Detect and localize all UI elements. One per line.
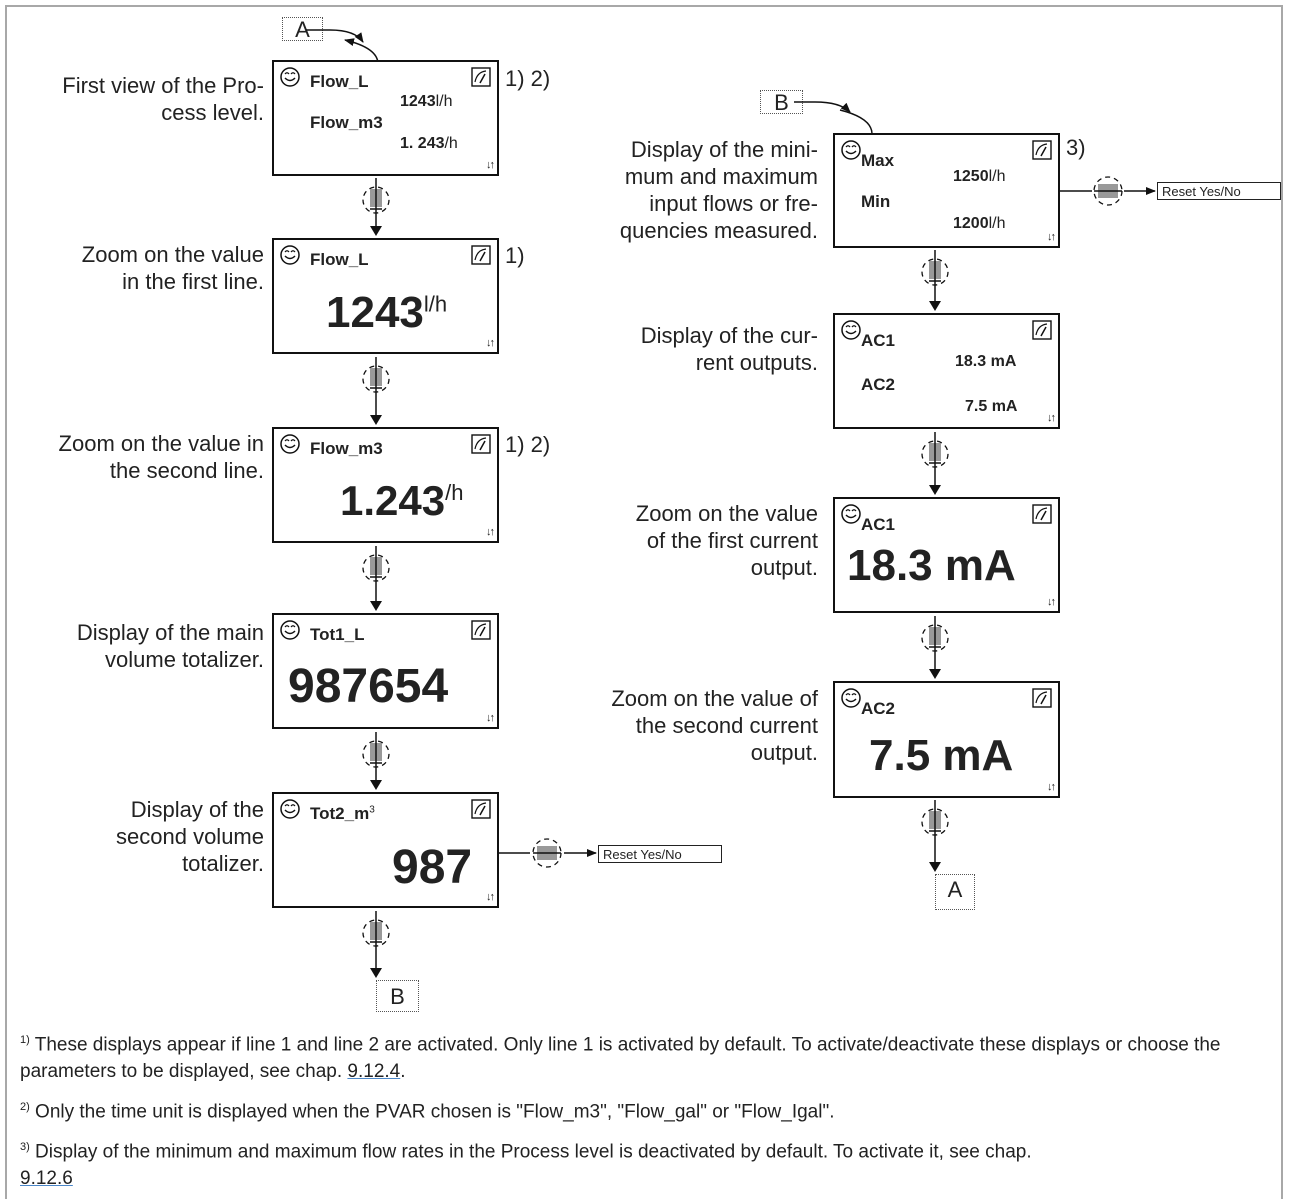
reset-yes-no-left: Reset Yes/No [598,845,722,863]
smiley-icon [280,434,300,454]
down-key-icon [362,357,390,425]
footnote-mark-3: 3) [1066,135,1086,160]
smiley-icon [280,620,300,640]
screen-title: AC2 [861,699,896,718]
footnote-mark-1: 1) [505,243,525,268]
screen-title-2: Min [861,192,891,211]
down-key-icon [921,616,949,679]
zoom-value: 7.5 mA [869,731,1014,780]
smiley-icon [841,320,861,340]
value-line-1: 1243l/h [400,93,453,110]
gauge-icon [471,245,491,265]
scroll-arrows-icon: ↓↑ [1047,596,1056,608]
gauge-icon [471,620,491,640]
desc-zoom-second-line: Zoom on the value in the second line. [58,431,264,483]
screen-zoom-first-line: Flow_L 1243l/h ↓↑ [272,238,499,354]
zoom-value: 1243l/h [326,288,448,337]
right-key-icon [1093,176,1123,206]
value-min: 1200l/h [953,215,1006,232]
scroll-arrows-icon: ↓↑ [1047,781,1056,793]
screen-current-outputs: AC1 18.3 mA AC2 7.5 mA ↓↑ [833,313,1060,429]
screen-title: AC1 [861,331,896,350]
chapter-link-9-12-6[interactable]: 9.12.6 [20,1168,73,1190]
value-max: 1250l/h [953,168,1006,185]
screen-title: Flow_L [310,72,369,91]
down-key-icon [921,432,949,495]
screen-zoom-second-line: Flow_m3 1.243/h ↓↑ [272,427,499,543]
totalizer-value: 987 [392,841,473,894]
down-key-icon [921,250,949,311]
footnote-mark-1-2b: 1) 2) [505,432,551,457]
gauge-icon [1032,688,1052,708]
gauge-icon [1032,320,1052,340]
screen-title: Tot2_m3 [310,804,375,823]
screen-title: Flow_m3 [310,439,383,458]
desc-current-outputs: Display of the cur- rent outputs. [640,323,818,375]
screen-title: Max [861,151,895,170]
gauge-icon [471,799,491,819]
reset-yes-no-right: Reset Yes/No [1157,182,1281,200]
label-a-top: A [282,17,323,42]
scroll-arrows-icon: ↓↑ [486,526,495,538]
label-b-bottom: B [376,980,419,1012]
smiley-icon [841,140,861,160]
screen-title: Flow_L [310,250,369,269]
desc-main-totalizer: Display of the main volume totalizer. [76,620,264,672]
gauge-icon [1032,140,1052,160]
smiley-icon [841,688,861,708]
totalizer-value: 987654 [288,660,449,713]
gauge-icon [471,67,491,87]
value-ac2: 7.5 mA [965,398,1018,415]
value-line-2: 1. 243/h [400,135,458,152]
gauge-icon [1032,504,1052,524]
scroll-arrows-icon: ↓↑ [1047,231,1056,243]
zoom-value: 18.3 mA [847,541,1016,590]
value-ac1: 18.3 mA [955,353,1017,370]
down-key-icon [362,732,390,790]
footnote-3: 3) Display of the minimum and maximum fl… [20,1141,1032,1190]
scroll-arrows-icon: ↓↑ [486,159,495,171]
smiley-icon [280,245,300,265]
scroll-arrows-icon: ↓↑ [486,337,495,349]
down-key-icon [362,911,390,978]
footnote-2: 2) Only the time unit is displayed when … [20,1101,835,1123]
screen-title: AC1 [861,515,896,534]
desc-min-max: Display of the mini- mum and maximum inp… [619,137,818,243]
smiley-icon [280,67,300,87]
smiley-icon [841,504,861,524]
scroll-arrows-icon: ↓↑ [1047,412,1056,424]
right-key-icon [532,838,562,868]
screen-second-totalizer: Tot2_m3 987 ↓↑ [272,792,499,908]
screen-min-max: Max 1250l/h Min 1200l/h ↓↑ [833,133,1060,248]
screen-title-2: AC2 [861,375,896,394]
down-key-icon [362,178,390,236]
zoom-value: 1.243/h [340,477,464,524]
screen-main-totalizer: Tot1_L 987654 ↓↑ [272,613,499,729]
screen-zoom-ac1: AC1 18.3 mA ↓↑ [833,497,1060,613]
label-a-bottom: A [935,874,975,910]
desc-zoom-ac1: Zoom on the value of the first current o… [635,501,818,580]
desc-zoom-first-line: Zoom on the value in the first line. [81,242,264,294]
smiley-icon [280,799,300,819]
footnote-1: 1) These displays appear if line 1 and l… [20,1034,1221,1083]
screen-zoom-ac2: AC2 7.5 mA ↓↑ [833,681,1060,798]
desc-zoom-ac2: Zoom on the value of the second current … [611,686,818,765]
footnote-mark-1-2: 1) 2) [505,66,551,91]
scroll-arrows-icon: ↓↑ [486,891,495,903]
chapter-link-9-12-4[interactable]: 9.12.4 [347,1061,401,1083]
gauge-icon [471,434,491,454]
down-key-icon [921,800,949,872]
scroll-arrows-icon: ↓↑ [486,712,495,724]
diagram-frame [5,5,1283,1199]
screen-title-2: Flow_m3 [310,113,383,132]
screen-title: Tot1_L [310,625,365,644]
desc-first-view: First view of the Pro- cess level. [62,73,264,125]
screen-process-first-view: Flow_L 1243l/h Flow_m3 1. 243/h ↓↑ [272,60,499,176]
down-key-icon [362,546,390,611]
desc-second-totalizer: Display of the second volume totalizer. [116,797,264,876]
